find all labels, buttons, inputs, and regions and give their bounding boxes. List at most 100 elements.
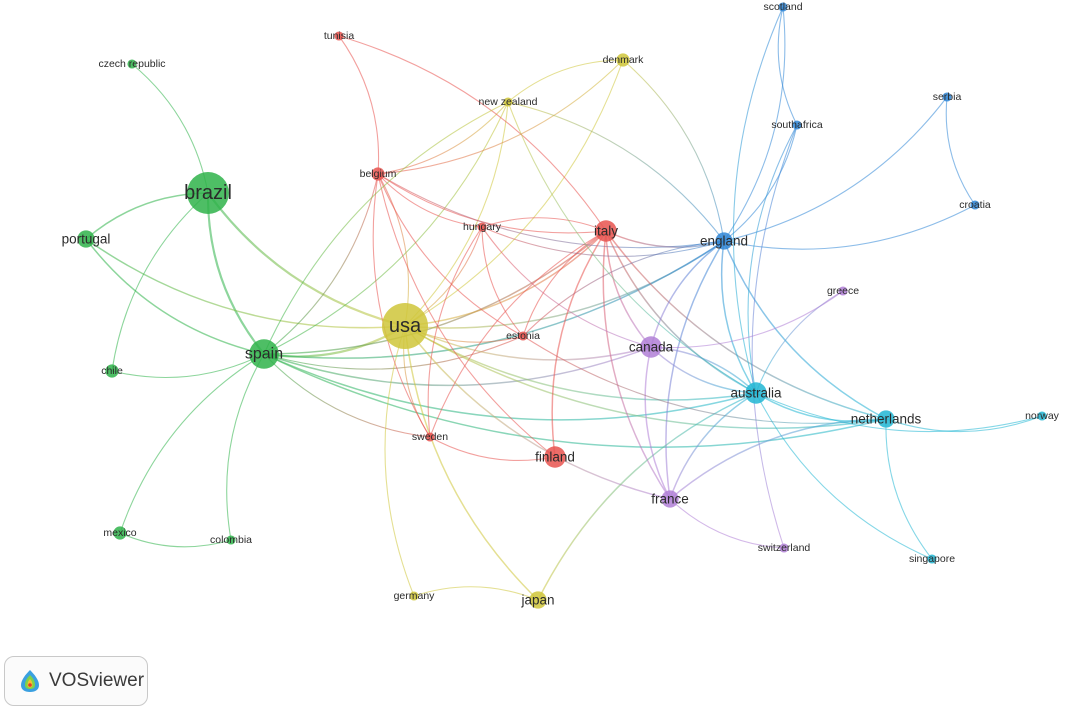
edge-new-zealand-australia (507, 101, 757, 394)
edge-belgium-denmark (377, 59, 624, 175)
edge-canada-france (644, 346, 671, 500)
edge-england-australia (720, 240, 757, 394)
node-label-greece: greece (827, 285, 859, 297)
node-chile[interactable] (105, 364, 119, 378)
node-finland[interactable] (544, 446, 566, 468)
node-singapore[interactable] (927, 554, 937, 564)
node-label-mexico: mexico (103, 527, 136, 539)
edge-england-france (665, 240, 725, 500)
edge-italy-finland (551, 230, 607, 458)
edge-england-canada (650, 240, 725, 348)
edge-spain-italy (263, 230, 607, 355)
edge-south-africa-switzerland (751, 124, 798, 549)
node-croatia[interactable] (970, 200, 980, 210)
node-czech-republic[interactable] (127, 59, 137, 69)
node-france[interactable] (661, 490, 679, 508)
edge-australia-singapore (755, 392, 933, 560)
edge-chile-spain (111, 353, 265, 378)
edge-usa-germany (384, 325, 415, 597)
edge-south-africa-australia (747, 124, 798, 394)
edge-usa-new-zealand (404, 101, 509, 327)
edge-hungary-canada (481, 226, 652, 348)
edge-hungary-estonia (481, 226, 524, 337)
node-label-belgium: belgium (360, 168, 397, 180)
edge-denmark-new-zealand (507, 59, 624, 103)
node-label-tunisia: tunisia (324, 30, 355, 42)
node-new-zealand[interactable] (503, 97, 513, 107)
edge-portugal-spain (85, 238, 265, 355)
node-label-england: england (700, 234, 748, 249)
node-label-estonia: estonia (506, 330, 540, 342)
node-switzerland[interactable] (779, 543, 789, 553)
edge-italy-estonia (522, 230, 607, 337)
edge-spain-mexico (119, 353, 265, 534)
edge-brazil-chile (111, 192, 209, 372)
node-australia[interactable] (745, 382, 767, 404)
node-norway[interactable] (1037, 411, 1047, 421)
edge-england-south-africa (723, 124, 798, 242)
edge-england-croatia (723, 204, 976, 250)
node-scotland[interactable] (778, 2, 788, 12)
edge-hungary-sweden (427, 226, 483, 438)
edge-usa-england (404, 240, 725, 329)
node-label-scotland: scotland (763, 1, 802, 13)
edge-serbia-croatia (945, 96, 976, 206)
edge-mexico-colombia (119, 532, 232, 548)
node-hungary[interactable] (477, 222, 487, 232)
vosviewer-badge: VOSviewer (4, 656, 148, 706)
node-label-canada: canada (629, 340, 674, 355)
node-label-chile: chile (101, 365, 123, 377)
edge-sweden-finland (429, 436, 556, 461)
vosviewer-logo-icon (21, 670, 39, 692)
node-belgium[interactable] (371, 167, 385, 181)
node-label-new-zealand: new zealand (479, 96, 538, 108)
node-label-france: france (651, 492, 689, 507)
node-tunisia[interactable] (334, 31, 344, 41)
node-usa[interactable] (382, 303, 428, 349)
edge-belgium-tunisia (338, 35, 380, 175)
node-colombia[interactable] (226, 535, 236, 545)
edge-netherlands-france (669, 418, 887, 500)
edge-england-estonia (522, 240, 725, 337)
node-label-finland: finland (535, 450, 575, 465)
edge-brazil-czech-republic (131, 63, 209, 194)
edge-england-denmark (622, 59, 725, 242)
edge-spain-australia (263, 353, 757, 421)
node-serbia[interactable] (942, 92, 952, 102)
node-england[interactable] (715, 232, 733, 250)
edge-estonia-netherlands (522, 335, 887, 424)
node-label-japan: japan (520, 593, 554, 608)
node-label-australia: australia (730, 386, 782, 401)
edge-canada-australia (650, 346, 757, 394)
edge-spain-colombia (226, 353, 265, 541)
node-estonia[interactable] (518, 331, 528, 341)
edge-belgium-finland (377, 173, 556, 458)
node-brazil[interactable] (187, 172, 229, 214)
edge-australia-japan (537, 392, 757, 601)
node-label-spain: spain (245, 346, 283, 363)
node-label-czech-republic: czech republic (98, 58, 165, 70)
edge-spain-belgium (263, 173, 379, 355)
edge-england-scotland (723, 6, 786, 242)
node-south-africa[interactable] (792, 120, 802, 130)
node-netherlands[interactable] (877, 410, 895, 428)
node-label-singapore: singapore (909, 553, 955, 565)
node-canada[interactable] (640, 336, 662, 358)
edge-france-switzerland (669, 498, 785, 549)
edge-brazil-usa (207, 192, 406, 328)
node-spain[interactable] (249, 339, 279, 369)
node-label-hungary: hungary (463, 221, 502, 233)
node-label-norway: norway (1025, 410, 1060, 422)
node-italy[interactable] (595, 220, 617, 242)
node-greece[interactable] (838, 286, 848, 296)
node-japan[interactable] (529, 591, 547, 609)
node-denmark[interactable] (616, 53, 630, 67)
node-germany[interactable] (409, 591, 419, 601)
edge-greece-australia (755, 290, 844, 394)
node-sweden[interactable] (425, 432, 435, 442)
edge-england-netherlands (723, 240, 887, 420)
edge-netherlands-singapore (885, 418, 933, 560)
node-portugal[interactable] (77, 230, 95, 248)
node-mexico[interactable] (113, 526, 127, 540)
